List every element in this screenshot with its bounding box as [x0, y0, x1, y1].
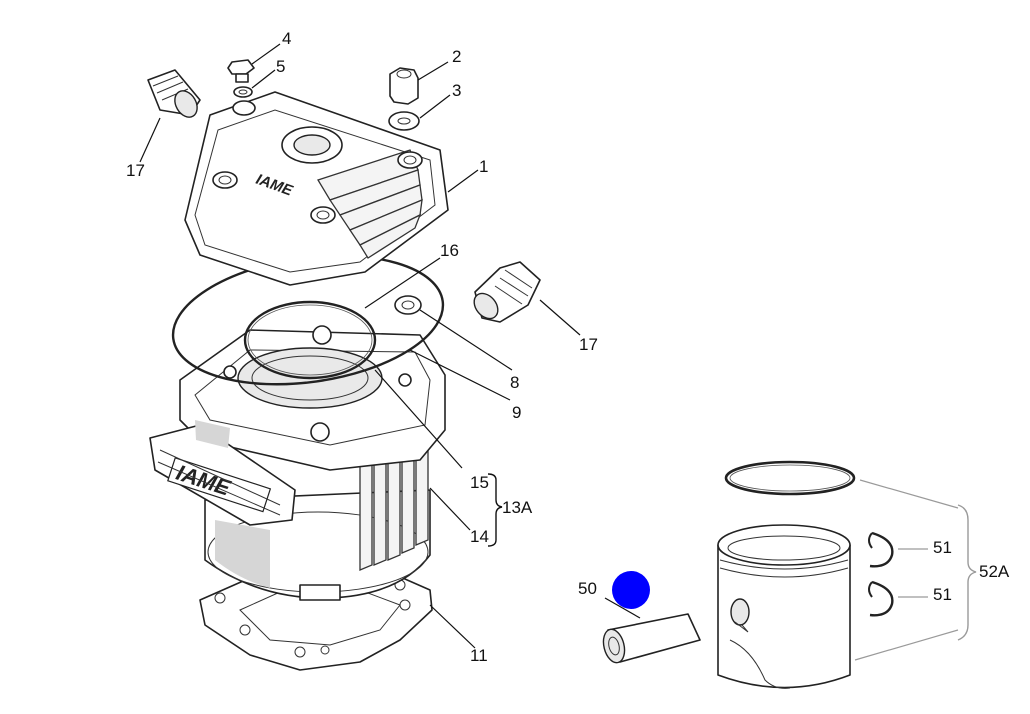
- callout-2: 2: [452, 47, 461, 66]
- piston-ring: [724, 460, 856, 496]
- callout-1: 1: [479, 157, 488, 176]
- o-ring-gasket: [243, 300, 377, 380]
- callout-51-lower: 51: [933, 585, 952, 604]
- callout-5: 5: [276, 57, 285, 76]
- callout-51-upper: 51: [933, 538, 952, 557]
- callout-14: 14: [470, 527, 489, 546]
- washer-5: [233, 86, 253, 98]
- callout-15: 15: [470, 473, 489, 492]
- circlip-lower: [868, 580, 894, 617]
- fitting-17-left: [147, 69, 201, 118]
- callout-52a: 52A: [979, 562, 1010, 581]
- callout-16: 16: [440, 241, 459, 260]
- cylinder-head: IAME: [184, 91, 449, 286]
- blue-marker-dot[interactable]: [612, 571, 650, 609]
- callout-11: 11: [470, 646, 488, 665]
- callout-9: 9: [512, 403, 521, 422]
- bracket-52a: [957, 504, 977, 641]
- callout-17-right: 17: [579, 335, 598, 354]
- callout-50: 50: [578, 579, 597, 598]
- callout-8: 8: [510, 373, 519, 392]
- bracket-13a: [487, 473, 503, 547]
- callout-3: 3: [452, 81, 461, 100]
- leader-lines: [139, 43, 959, 661]
- callout-13a: 13A: [502, 498, 533, 517]
- piston-pin: [602, 613, 701, 664]
- head-washer: [394, 295, 422, 315]
- nut-2: [389, 67, 419, 105]
- screw-4: [227, 59, 255, 83]
- head-fins: [317, 149, 423, 259]
- base-gasket: [199, 567, 433, 671]
- callout-4: 4: [282, 29, 291, 48]
- piston: [717, 524, 851, 689]
- fitting-17-right: [473, 261, 541, 323]
- circlip-upper: [868, 531, 894, 568]
- callout-17-left: 17: [126, 161, 145, 180]
- washer-3: [388, 111, 420, 131]
